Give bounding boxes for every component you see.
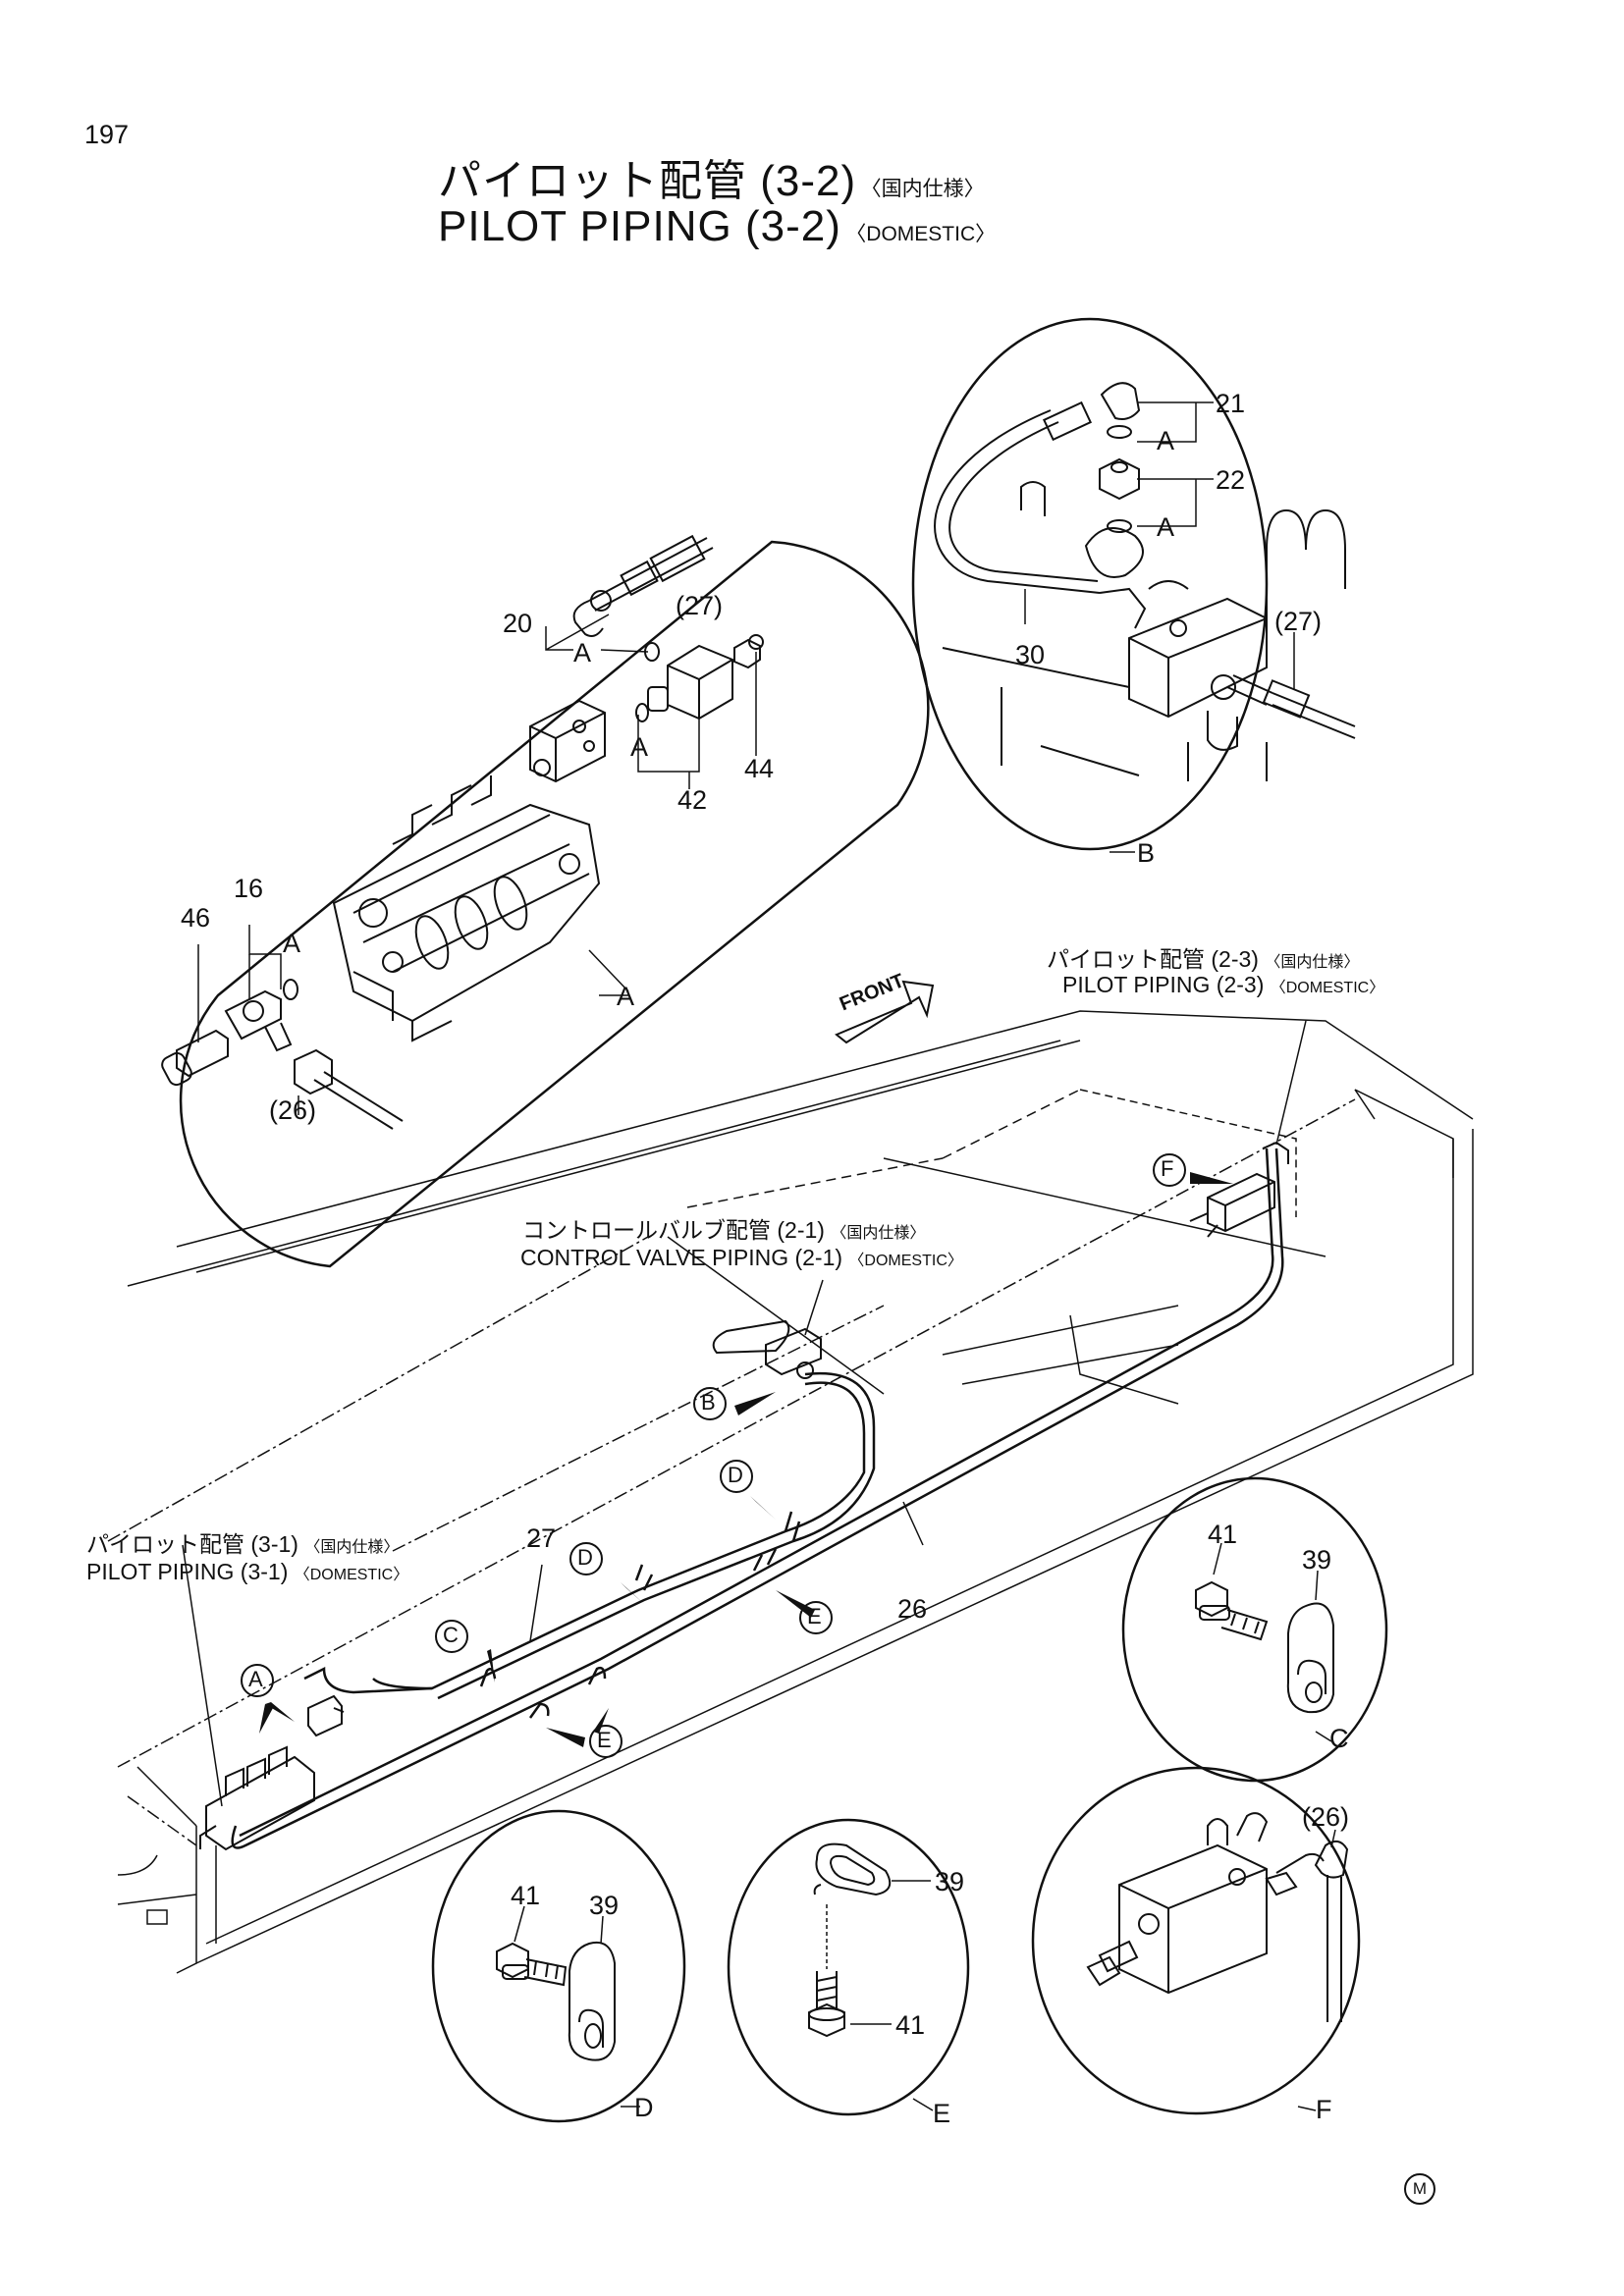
- detail-a-part-27: (27): [676, 591, 724, 620]
- detail-c-drawing: [1195, 1580, 1334, 1714]
- detail-e-leaders: [826, 1880, 931, 2025]
- ref-cv-2-1-jp-spec: 〈国内仕様〉: [831, 1225, 926, 1242]
- ref-cv-2-1-jp-text: コントロールバルブ配管 (2-1): [522, 1217, 825, 1243]
- callout-f: F: [1161, 1156, 1174, 1181]
- detail-d-drawing: [496, 1942, 616, 2061]
- detail-b-part-22: 22: [1216, 465, 1246, 495]
- main-components: [199, 1141, 1289, 1851]
- detail-f-frame: [1031, 1766, 1361, 2115]
- ref-cv-2-1-en-spec: 〈DOMESTIC〉: [848, 1253, 963, 1269]
- ref-pilot-3-1-jp: パイロット配管 (3-1) 〈国内仕様〉: [86, 1525, 399, 1559]
- detail-e-letter: E: [933, 2099, 951, 2128]
- detail-a-drawing: [161, 534, 764, 1130]
- ref-cv-2-1-en: CONTROL VALVE PIPING (2-1) 〈DOMESTIC〉: [520, 1245, 963, 1271]
- callout-e-1: E: [807, 1604, 822, 1629]
- detail-c-letter: C: [1329, 1724, 1349, 1753]
- detail-a-oring-label-2: A: [630, 732, 649, 762]
- ref-pilot-2-3-jp-spec: 〈国内仕様〉: [1265, 954, 1360, 971]
- main-part-27: 27: [526, 1523, 557, 1553]
- detail-b-letter: B: [1137, 838, 1156, 868]
- detail-e-drawing: [808, 1842, 892, 2038]
- detail-a-part-44: 44: [744, 754, 775, 783]
- main-hoses: [231, 1148, 1284, 1849]
- ref-pilot-2-3-en-text: PILOT PIPING (2-3): [1062, 972, 1265, 997]
- detail-e-frame: [727, 1818, 970, 2116]
- detail-c-part-39: 39: [1302, 1545, 1332, 1575]
- ref-pilot-2-3-en: PILOT PIPING (2-3) 〈DOMESTIC〉: [1062, 972, 1384, 998]
- detail-a-part-26: (26): [269, 1095, 317, 1125]
- ref-pilot-3-1-en: PILOT PIPING (3-1) 〈DOMESTIC〉: [86, 1559, 408, 1585]
- page-number: 197: [84, 120, 130, 149]
- detail-a-part-16: 16: [234, 874, 264, 903]
- detail-b-part-30: 30: [1015, 640, 1046, 669]
- ref-pilot-2-3-jp: パイロット配管 (2-3) 〈国内仕様〉: [1047, 940, 1359, 974]
- chassis-frame: [107, 1010, 1474, 1974]
- detail-d-part-39: 39: [589, 1891, 620, 1920]
- callout-e-2: E: [597, 1728, 612, 1752]
- detail-d-leaders: [514, 1905, 604, 1945]
- ref-pilot-3-1-en-text: PILOT PIPING (3-1): [86, 1559, 289, 1584]
- page-title-en: PILOT PIPING (3-2) 〈DOMESTIC〉: [438, 202, 996, 251]
- ref-pilot-3-1-en-spec: 〈DOMESTIC〉: [294, 1567, 409, 1583]
- ref-pilot-2-3-en-spec: 〈DOMESTIC〉: [1270, 980, 1385, 996]
- callout-a: A: [248, 1667, 263, 1691]
- detail-b-leaders: [1024, 401, 1295, 689]
- front-arrow: [835, 980, 935, 1044]
- maker-mark-badge: M: [1404, 2173, 1435, 2205]
- detail-e-part-41: 41: [895, 2010, 926, 2040]
- detail-c-part-41: 41: [1208, 1520, 1238, 1549]
- detail-a-frame: [179, 540, 930, 1268]
- detail-b-drawing: [934, 382, 1356, 781]
- ref-cv-2-1-jp: コントロールバルブ配管 (2-1) 〈国内仕様〉: [522, 1211, 925, 1245]
- detail-a-letter: A: [617, 982, 635, 1011]
- detail-a-part-42: 42: [677, 785, 708, 815]
- callout-arrows: [259, 1172, 1233, 1747]
- main-part-26: 26: [897, 1594, 928, 1624]
- callout-d-1: D: [728, 1463, 743, 1487]
- detail-f-part-26: (26): [1302, 1802, 1350, 1832]
- callout-b: B: [701, 1390, 716, 1415]
- detail-a-part-46: 46: [181, 903, 211, 933]
- detail-a-oring-label-3: A: [283, 929, 301, 958]
- ref-cv-2-1-en-text: CONTROL VALVE PIPING (2-1): [520, 1245, 843, 1270]
- detail-e-part-39: 39: [935, 1867, 965, 1896]
- callout-circles: [241, 1153, 1186, 1758]
- ref-pilot-3-1-jp-spec: 〈国内仕様〉: [304, 1539, 400, 1556]
- callout-d-2: D: [577, 1545, 593, 1570]
- main-leaders: [182, 1020, 1307, 1807]
- detail-a-part-20: 20: [503, 609, 533, 638]
- detail-b-part-21: 21: [1216, 389, 1246, 418]
- detail-a-leaders: [197, 614, 757, 1115]
- detail-d-letter: D: [634, 2093, 654, 2122]
- title-en-text: PILOT PIPING (3-2): [438, 202, 841, 250]
- detail-c-leaders: [1213, 1542, 1319, 1601]
- detail-d-part-41: 41: [511, 1881, 541, 1910]
- detail-f-letter: F: [1316, 2095, 1332, 2124]
- detail-f-leaders: [1330, 1829, 1336, 1848]
- detail-b-oring-label-1: A: [1157, 426, 1175, 455]
- callout-c: C: [443, 1623, 459, 1647]
- title-en-spec: 〈DOMESTIC〉: [845, 223, 997, 245]
- detail-a-oring-label-1: A: [573, 638, 592, 667]
- ref-pilot-3-1-jp-text: パイロット配管 (3-1): [86, 1531, 298, 1557]
- ref-pilot-2-3-jp-text: パイロット配管 (2-3): [1047, 946, 1259, 972]
- page-title-jp: パイロット配管 (3-2) 〈国内仕様〉: [438, 145, 985, 208]
- detail-b-part-27: (27): [1274, 607, 1323, 636]
- detail-letter-ticks: [599, 851, 1332, 2111]
- title-jp-text: パイロット配管 (3-2): [438, 157, 857, 205]
- detail-d-frame: [431, 1809, 686, 2123]
- detail-f-drawing: [1086, 1812, 1349, 2022]
- title-jp-spec: 〈国内仕様〉: [860, 178, 985, 200]
- detail-b-oring-label-2: A: [1157, 512, 1175, 542]
- detail-b-frame: [911, 317, 1269, 851]
